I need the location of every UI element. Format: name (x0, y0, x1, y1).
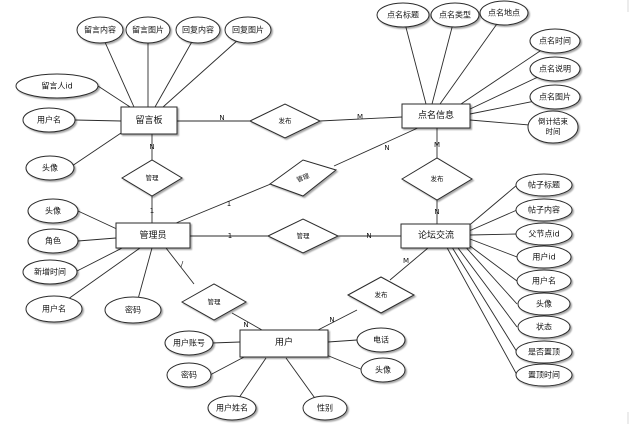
attribute-label: 密码 (125, 305, 141, 315)
cardinality-label: N (243, 321, 248, 329)
cardinality-label: N (149, 143, 154, 151)
cardinality-label: 1 (228, 232, 232, 240)
relationship-label: 发布 (279, 116, 293, 125)
cardinality-labels: N M N 1 1 N M N 1 N / N M N (149, 113, 440, 329)
relationship-admin-mb: 管理 (121, 159, 183, 197)
attribute-label: 头像 (45, 206, 61, 216)
relationship-admin-user: 管理 (180, 283, 248, 321)
relationship-ci-forum: 发布 (401, 157, 473, 201)
cardinality-label: N (434, 208, 439, 216)
attribute-label: 头像 (536, 299, 552, 309)
cardinality-label: M (403, 257, 409, 265)
attribute-label: 用户姓名 (216, 403, 248, 413)
cardinality-label: N (329, 316, 334, 324)
relationship-label: 管理 (146, 173, 160, 182)
attribute-label: 是否置顶 (528, 348, 560, 357)
attribute-label: 电话 (373, 335, 389, 345)
entity-label: 用户 (275, 336, 293, 348)
entity-label: 留言板 (135, 114, 162, 126)
attribute-label: 角色 (45, 236, 61, 246)
relationship-forum-user: 发布 (346, 276, 416, 314)
entity-admin: 管理员 (115, 222, 191, 249)
entity-message-board: 留言板 (120, 106, 178, 135)
relationship-mb-ci: 发布 (248, 103, 322, 139)
attributes-forum: 帖子标题 帖子内容 父节点id 用户id 用户名 头像 状态 是否置顶 置顶时间 (515, 173, 573, 387)
attribute-label: 头像 (42, 163, 58, 173)
relationship-label: 发布 (375, 290, 389, 299)
attributes-admin: 头像 角色 新增时间 用户名 密码 (22, 198, 162, 324)
entity-user: 用户 (239, 329, 329, 358)
attribute-label: 用户名 (37, 115, 61, 125)
attribute-label: 点名时间 (539, 36, 571, 46)
relationship-label: 管理 (208, 297, 222, 306)
attribute-label: 用户id (532, 252, 555, 262)
cardinality-label: N (219, 114, 224, 122)
attribute-label: 用户账号 (173, 338, 205, 348)
cardinality-label: N (366, 232, 371, 240)
attribute-label: 用户名 (42, 304, 66, 314)
cardinality-label: 1 (150, 207, 154, 215)
attribute-label: 回复内容 (182, 25, 214, 35)
cardinality-label: / (181, 260, 184, 268)
attribute-label: 倒计结束时间 (538, 116, 568, 136)
attribute-label: 留言图片 (132, 25, 164, 35)
attribute-label: 密码 (181, 370, 197, 380)
attribute-label: 新增时间 (34, 267, 66, 277)
attribute-label: 置顶时间 (528, 370, 560, 380)
attribute-label: 回复图片 (232, 25, 264, 35)
attribute-label: 点名图片 (539, 92, 571, 102)
attribute-label: 点名地点 (488, 8, 520, 18)
attribute-label: 帖子标题 (528, 180, 560, 190)
cardinality-label: 1 (227, 200, 231, 208)
entity-label: 论坛交流 (418, 229, 454, 241)
attribute-label: 留言人id (41, 81, 72, 91)
relationship-label: 管理 (297, 231, 311, 240)
attribute-label: 状态 (536, 322, 552, 332)
attribute-label: 点名类型 (439, 10, 471, 20)
entity-label: 点名信息 (418, 109, 454, 121)
entity-checkin-info: 点名信息 (401, 103, 471, 129)
attributes-checkin-info: 点名标题 点名类型 点名地点 点名时间 点名说明 点名图片 倒计结束时间 (376, 0, 581, 144)
cardinality-label: M (357, 113, 363, 121)
relationship-admin-forum: 管理 (266, 218, 340, 254)
attribute-label: 头像 (375, 365, 391, 375)
attribute-label: 点名说明 (539, 64, 571, 74)
attributes-message-board: 留言人id 用户名 头像 留言内容 留言图片 回复内容 回复图片 (15, 16, 272, 181)
entity-forum: 论坛交流 (400, 223, 471, 249)
attribute-label: 点名标题 (387, 10, 419, 20)
attribute-label: 帖子内容 (528, 205, 560, 215)
connector-lines (53, 13, 556, 409)
cardinality-label: N (384, 144, 389, 152)
entity-label: 管理员 (139, 229, 166, 241)
attributes-user: 用户账号 密码 用户姓名 性别 电话 头像 (164, 327, 406, 421)
attribute-label: 留言内容 (84, 25, 116, 35)
relationship-admin-ci: 管理 (268, 159, 338, 197)
cardinality-label: M (434, 141, 440, 149)
attribute-label: 用户名 (532, 276, 556, 286)
relationship-label: 发布 (431, 174, 445, 183)
attribute-label: 父节点id (528, 230, 559, 239)
attribute-label: 性别 (317, 403, 333, 413)
